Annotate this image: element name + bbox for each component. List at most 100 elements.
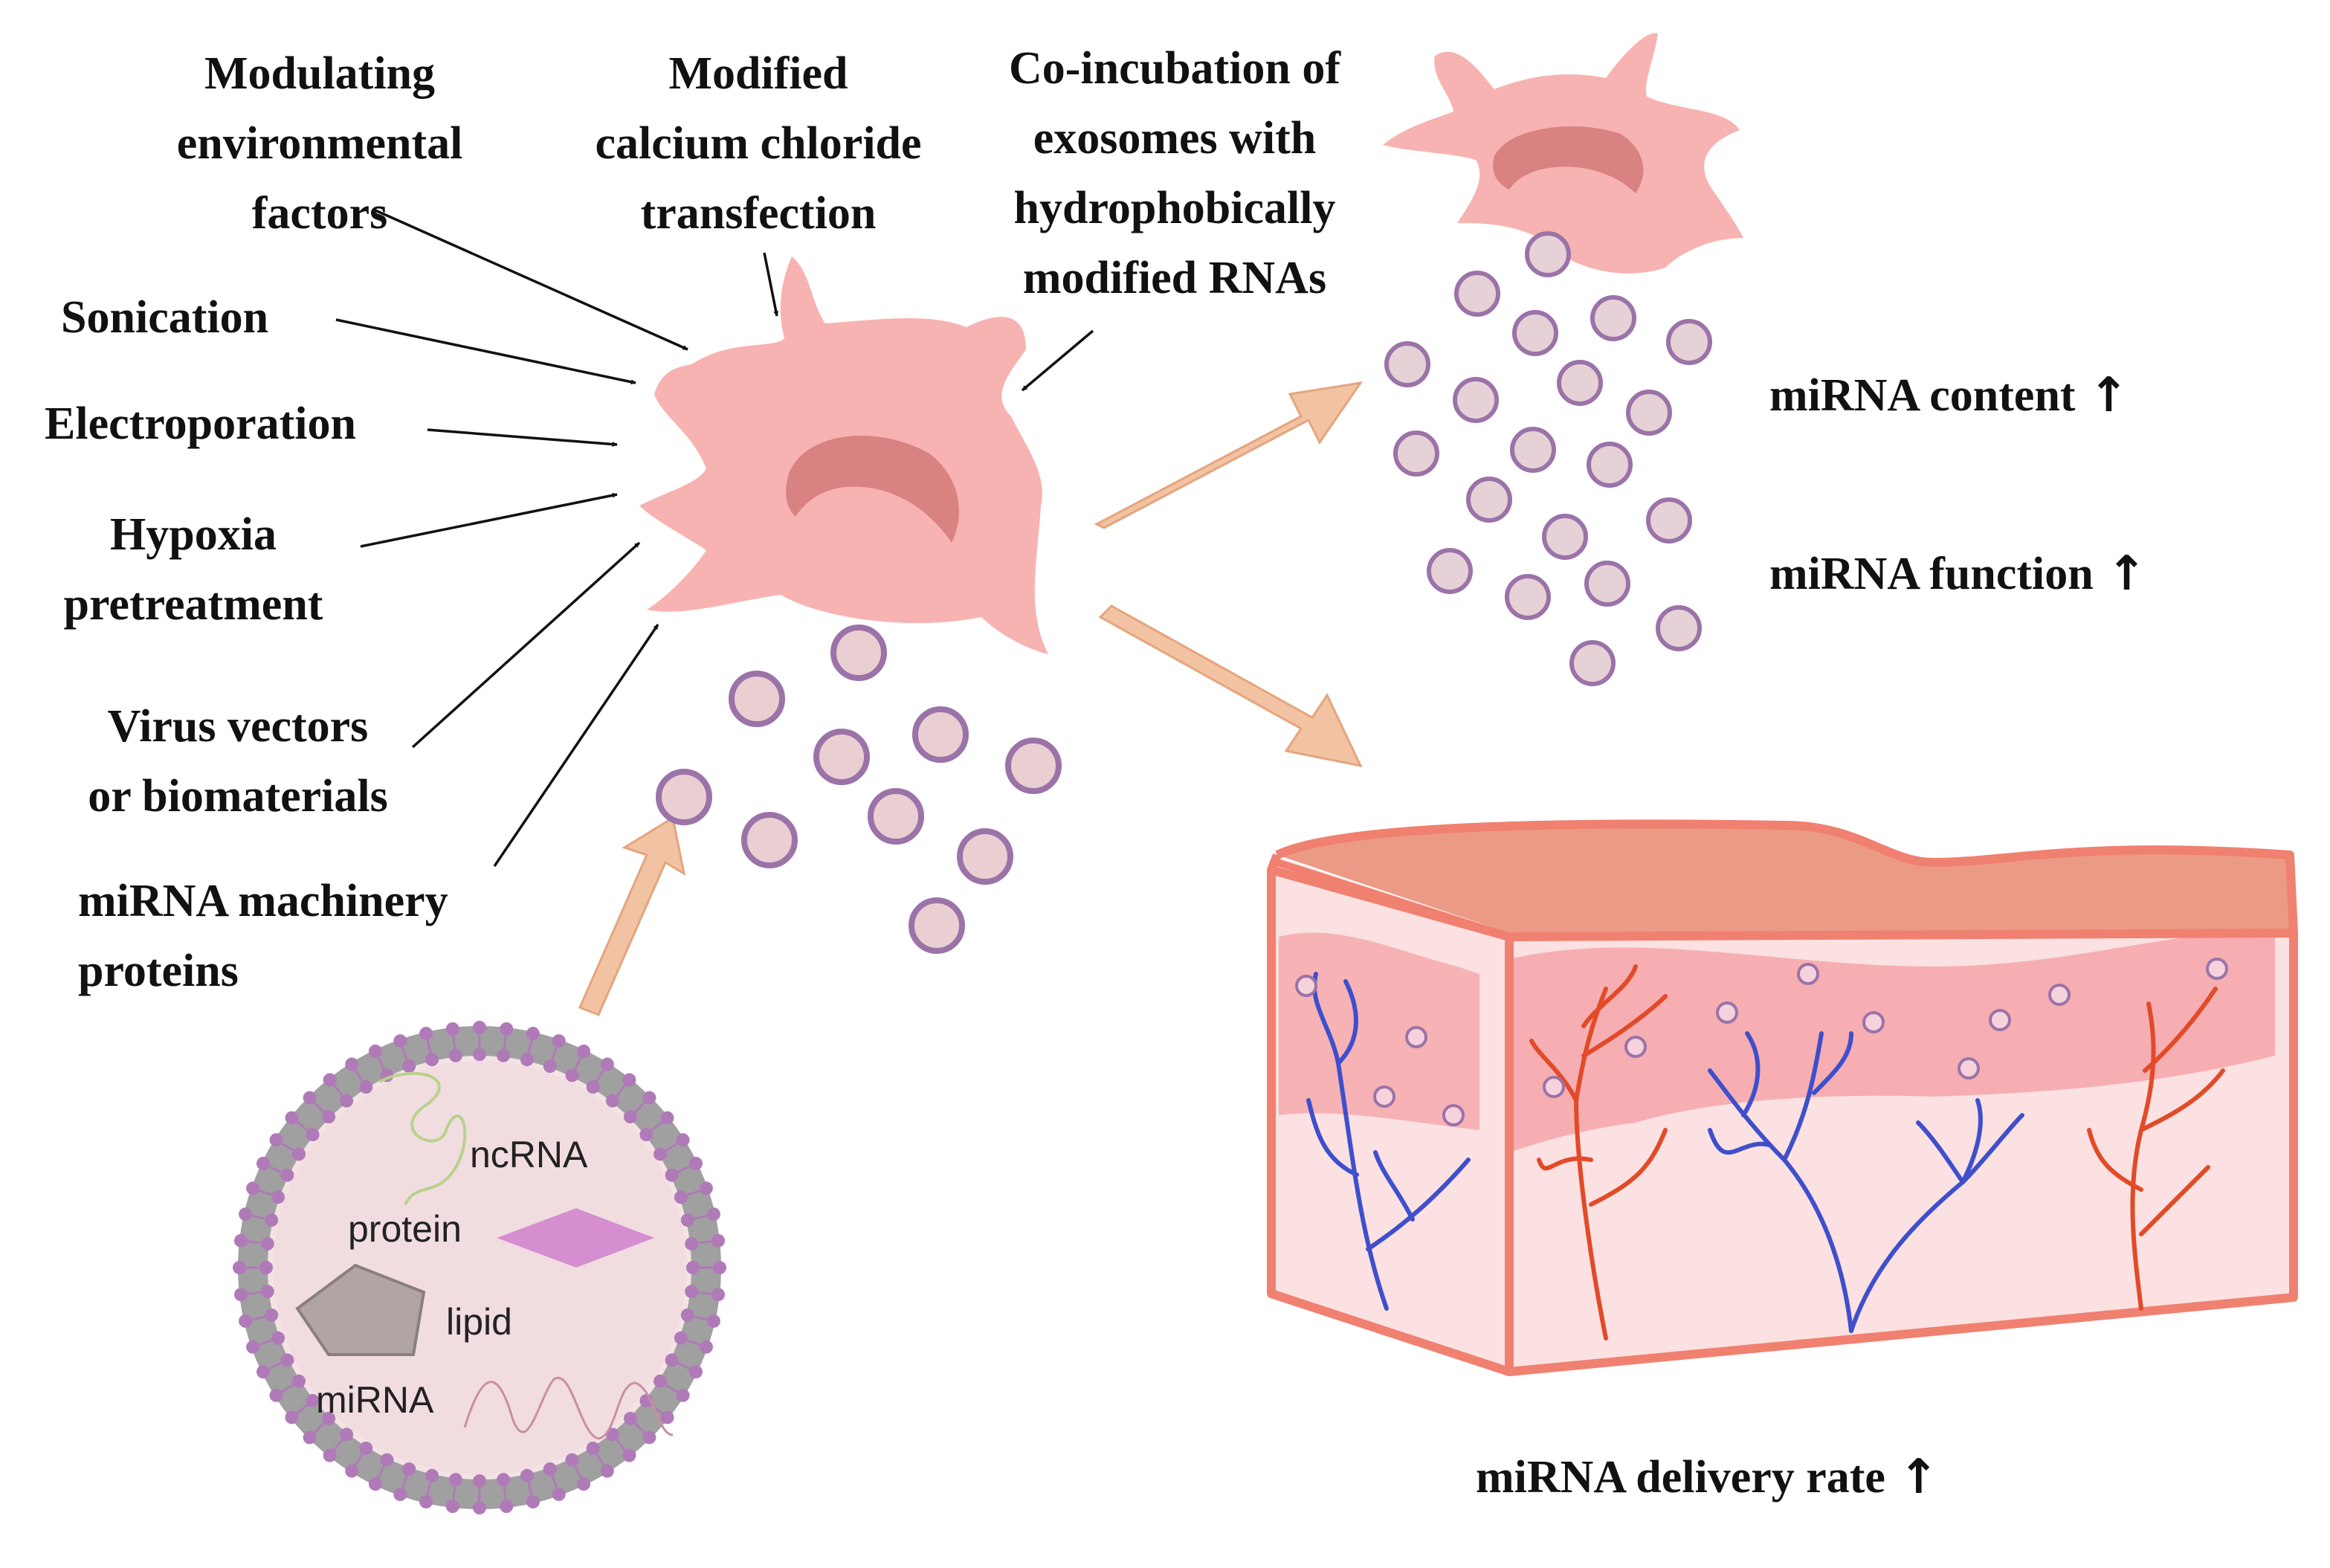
lipid-head [445,1500,459,1513]
secreting-cell [1383,33,1743,274]
lipid-head [473,1501,486,1514]
label-line: Modulating [204,48,436,99]
lipid-tail [596,1069,605,1083]
lipid-tail [634,1422,646,1434]
lipid-head [285,1410,299,1425]
lipid-head [419,1027,433,1041]
lipid-tail [247,1291,262,1295]
lipid-head [552,1487,566,1501]
label-line: Co-incubation of [1008,43,1341,94]
lipid-head [689,1156,703,1170]
lipid-head [323,1073,337,1087]
label-modified-calcium-chloride: Modified calcium chloride transfection [550,39,966,248]
lipid-head [577,1045,591,1058]
lipid-shape [295,1263,426,1356]
lipid-tail [401,1047,408,1061]
lipid-tail [551,1047,558,1061]
lipid-head [500,1022,514,1036]
lipid-head [680,1308,694,1322]
lipid-head [660,1410,674,1425]
label-electroporation: Electroporation [45,399,357,449]
lipid-head [676,1388,690,1402]
lipid-head [425,1468,439,1482]
label-line: Virus vectors [107,701,369,752]
lipid-head [306,1128,320,1142]
lipid-tail [503,1485,507,1500]
lipid-tail [503,1035,507,1050]
label-modulating-environmental-factors: Modulating environmental factors [141,39,498,248]
label-line: transfection [640,188,877,239]
result-mirna-content: miRNA content ↑ [1769,368,2129,423]
lipid-tail [426,1039,432,1054]
lipid-tail [333,1439,343,1451]
label-line: pretreatment [63,579,323,630]
lipid-head [285,1111,299,1125]
tissue-block [1267,819,2298,1376]
lipid-head [623,1110,637,1124]
lipid-head [393,1034,407,1048]
lipid-tail [665,1384,678,1393]
lipid-head [622,1073,636,1087]
callout-arrows [335,209,1094,867]
lipid-head [368,1477,382,1491]
lipid-head [577,1477,591,1491]
lipid-head [234,1288,248,1302]
label-line: exosomes with [1033,113,1317,164]
lipid-head [543,1059,557,1074]
lipid-head [303,1091,317,1105]
lipid-head [303,1430,317,1445]
source-cell [639,257,1048,654]
lipid-head [586,1442,600,1455]
lipid-tail [686,1189,700,1196]
label-line: proteins [78,946,239,996]
ncrna-label: ncRNA [470,1134,588,1175]
tissue-vesicles [1295,958,2228,1126]
lipid-head [660,1111,674,1125]
lipid-tail [268,1362,282,1370]
lipid-tail [694,1214,708,1220]
lipid-tail [354,1453,364,1466]
lipid-head [699,1181,713,1196]
label-line: hydrophobically [1013,183,1336,233]
lipid-head [271,1331,285,1345]
label-line: Hypoxia [110,509,277,560]
lipid-head [402,1059,416,1074]
lipid-tail [694,1315,708,1321]
lipid-tail [452,1485,456,1500]
lipid-head [265,1213,279,1227]
flow-arrows [578,381,1364,1016]
lipid-tail [259,1339,273,1346]
lipid-head [239,1314,253,1328]
lipid-head [256,1156,270,1170]
arrow-up-icon: ↑ [2088,368,2129,423]
lipid-tail [452,1035,456,1050]
lipid-head [520,1468,534,1482]
lipid-head [623,1411,637,1425]
lipid-head [419,1494,433,1509]
ncrna-strand [378,1071,467,1205]
exosome-structure: ncRNA protein lipid miRNA [233,1021,726,1514]
lipid-head [448,1473,462,1487]
lipid-head [685,1236,699,1251]
lipid-head [665,1353,679,1367]
lipid-tail [313,1422,325,1434]
lipid-head [473,1474,486,1488]
lipid-tail [313,1101,325,1113]
lipid-head [359,1442,373,1455]
lipid-head [600,1057,614,1071]
label-line: Modified [668,48,848,99]
lipid-head [674,1331,688,1345]
lipid-tail [677,1362,691,1370]
lipid-head [699,1340,713,1354]
label-line: modified RNAs [1022,253,1327,303]
lipid-tail [651,1121,663,1132]
lipid-head [674,1190,688,1204]
lipid-head [269,1133,283,1147]
arrow-from-exosome [578,816,686,1016]
lipid-head [526,1494,540,1509]
lipid-head [402,1462,416,1476]
lipid-head [600,1464,614,1478]
lipid-tail [377,1465,385,1479]
label-line: environmental [176,118,463,169]
